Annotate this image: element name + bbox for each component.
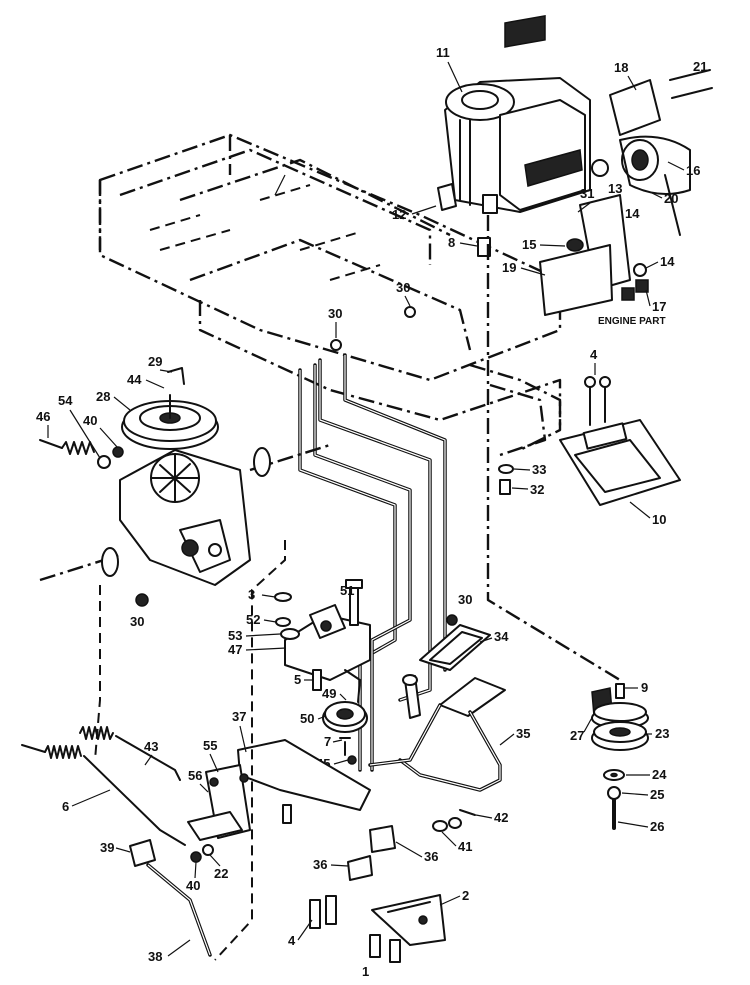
callout-23: 23 [655,726,669,741]
tractor-frame [98,133,562,457]
callout-14b: 14 [660,254,675,269]
callout-53: 53 [228,628,242,643]
engine-pulley-stack [591,683,649,830]
callout-54: 54 [58,393,73,408]
callout-30d: 30 [458,592,472,607]
callout-21: 21 [693,59,707,74]
callout-33: 33 [532,462,546,477]
callout-32: 32 [530,482,544,497]
callout-5: 5 [294,672,301,687]
engine-part-note: ENGINE PART [598,316,666,327]
callout-16: 16 [686,163,700,178]
callout-17: 17 [652,299,666,314]
callout-34: 34 [494,629,509,644]
callout-30b: 30 [396,280,410,295]
idler-pulley [322,669,368,765]
callout-30c: 30 [130,614,144,629]
engine [437,15,591,214]
callout-7: 7 [324,734,331,749]
callout-36a: 36 [313,857,327,872]
mount-plate [559,376,681,506]
engine-bracket-assembly [539,69,713,316]
transmission-pulley [121,367,219,450]
callout-13: 13 [608,181,622,196]
callout-44: 44 [127,372,142,387]
lower-brackets [309,809,476,963]
callout-15: 15 [522,237,536,252]
callout-40b: 40 [186,878,200,893]
frame-nuts [330,306,416,351]
callout-24: 24 [652,767,667,782]
idler-spring-assembly [39,439,124,469]
callout-9: 9 [641,680,648,695]
callout-14: 14 [625,206,640,221]
callout-29: 29 [148,354,162,369]
callout-51: 51 [340,583,354,598]
callout-52: 52 [246,612,260,627]
callout-19: 19 [502,260,516,275]
bolt-32 [499,479,511,495]
callout-56: 56 [188,768,202,783]
callout-41: 41 [458,839,472,854]
callout-50: 50 [300,711,314,726]
nut-30-left [135,593,149,607]
lower-linkage [21,540,371,961]
callout-43: 43 [144,739,158,754]
callout-39: 39 [100,840,114,855]
control-rods [298,353,447,772]
callout-49: 49 [322,686,336,701]
callout-2: 2 [462,888,469,903]
idler-bracket [274,579,371,691]
callout-18: 18 [614,60,628,75]
callout-1: 1 [362,964,369,979]
callout-26: 26 [650,819,664,834]
callout-4a: 4 [590,347,598,362]
clutch-brake-pedal [368,624,506,792]
callout-10: 10 [652,512,666,527]
callout-35: 35 [516,726,530,741]
callout-4b: 4 [288,933,296,948]
callout-38: 38 [148,949,162,964]
callout-25: 25 [650,787,664,802]
callout-40a: 40 [83,413,97,428]
callout-31: 31 [580,186,594,201]
callout-46: 46 [36,409,50,424]
callout-42: 42 [494,810,508,825]
callout-28: 28 [96,389,110,404]
washer-33 [498,464,514,474]
callout-20: 20 [664,191,678,206]
transaxle [39,443,331,586]
callout-27: 27 [570,728,584,743]
callout-6: 6 [62,799,69,814]
callout-36b: 36 [424,849,438,864]
callout-12: 12 [392,207,406,222]
callout-47: 47 [228,642,242,657]
nut-30-pedal [446,614,458,626]
callout-30a: 30 [328,306,342,321]
callout-22: 22 [214,866,228,881]
callout-8: 8 [448,235,455,250]
callout-55: 55 [203,738,217,753]
callout-37: 37 [232,709,246,724]
callout-11: 11 [436,45,450,60]
